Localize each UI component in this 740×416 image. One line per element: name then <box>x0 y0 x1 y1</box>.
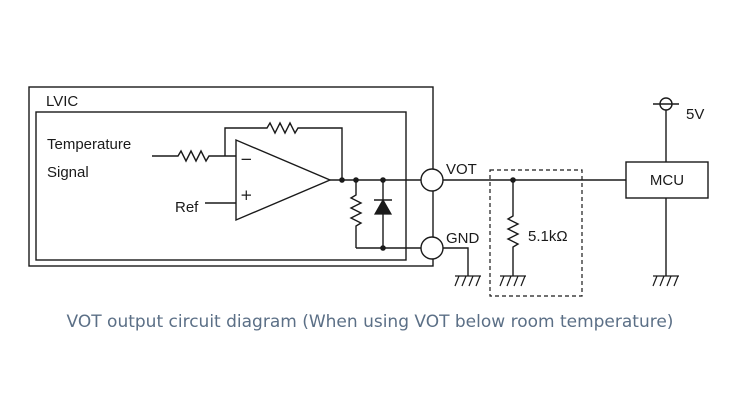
vot-label: VOT <box>446 161 477 178</box>
vot-terminal <box>420 168 444 192</box>
pullup-dashed-box <box>489 169 583 297</box>
junction-dot <box>339 177 345 183</box>
mcu-box <box>625 161 709 199</box>
signal-label: Signal <box>47 164 89 181</box>
lvic-outer-frame <box>28 86 434 267</box>
ref-label: Ref <box>175 199 199 216</box>
diode <box>373 198 393 215</box>
junction-dot <box>380 245 386 251</box>
inverting-input-sign: − <box>240 150 253 168</box>
ground-symbol <box>499 275 526 287</box>
input-wire <box>152 149 236 163</box>
pullup-resistor <box>506 180 520 276</box>
gnd-label: GND <box>446 230 480 247</box>
temperature-label: Temperature <box>47 136 131 153</box>
op-amp <box>235 138 332 222</box>
gnd-terminal <box>420 236 444 260</box>
diagram-caption: VOT output circuit diagram (When using V… <box>66 312 674 332</box>
mcu-label: MCU <box>650 172 684 189</box>
internal-resistor <box>349 180 363 248</box>
feedback-resistor <box>224 121 343 180</box>
lvic-label: LVIC <box>46 93 78 110</box>
lvic-inner-frame <box>35 111 407 261</box>
noninverting-input-sign: + <box>240 186 253 204</box>
gnd-line <box>443 247 469 276</box>
ground-symbol <box>454 275 481 287</box>
supply-label: 5V <box>686 106 704 123</box>
ground-symbol <box>652 275 679 287</box>
resistor-value-label: 5.1kΩ <box>528 228 568 245</box>
